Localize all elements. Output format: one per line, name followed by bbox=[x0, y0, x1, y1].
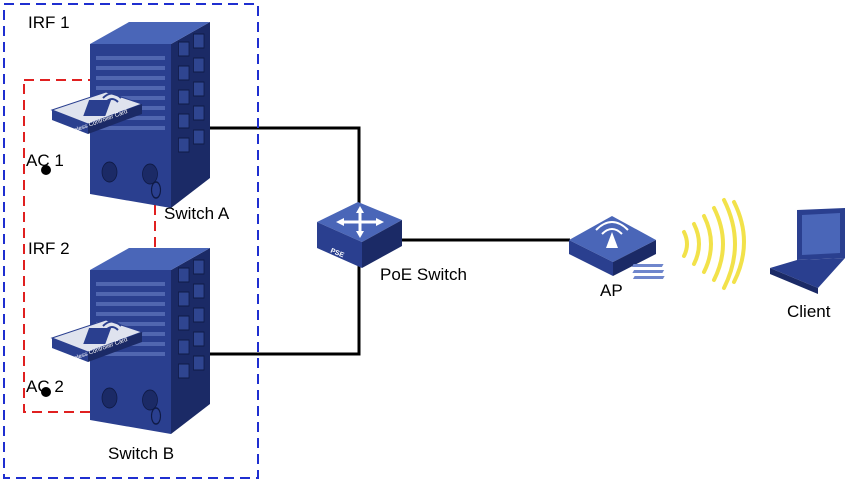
poe-switch-icon bbox=[317, 202, 402, 268]
irf2-boundary bbox=[23, 79, 156, 413]
client-label: Client bbox=[787, 302, 831, 321]
link-switch-b-poe bbox=[150, 262, 361, 356]
poe-switch-label: PoE Switch bbox=[380, 265, 467, 284]
access-point-icon bbox=[569, 216, 656, 276]
irf2-label: IRF 2 bbox=[28, 239, 70, 258]
wifi-signal-icon bbox=[682, 198, 746, 290]
ac1-label: AC 1 bbox=[26, 151, 64, 170]
network-links bbox=[150, 126, 570, 356]
irf1-label: IRF 1 bbox=[28, 13, 70, 32]
switch-b-label: Switch B bbox=[108, 444, 175, 463]
switch-a-label: Switch A bbox=[164, 204, 230, 223]
laptop-icon bbox=[631, 208, 845, 294]
irf1-boundary bbox=[3, 3, 259, 479]
ac2-label: AC 2 bbox=[26, 377, 64, 396]
link-switch-a-poe bbox=[150, 126, 361, 226]
ap-label: AP bbox=[600, 281, 623, 300]
